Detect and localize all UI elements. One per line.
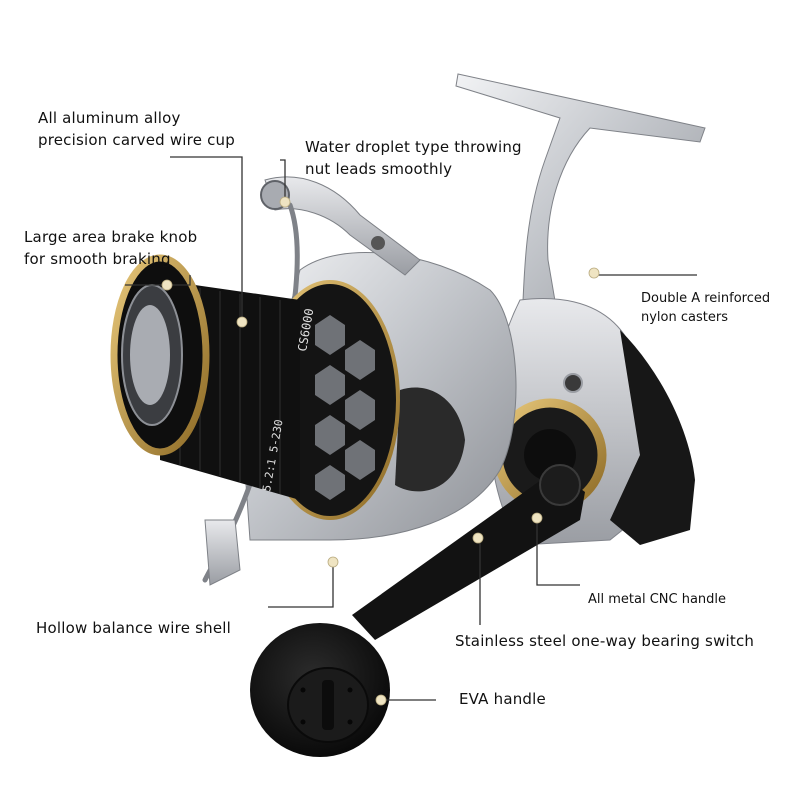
dot-bearing-switch xyxy=(472,532,484,544)
honeycomb-pattern xyxy=(315,315,375,500)
label-brake-knob: Large area brake knob for smooth braking xyxy=(24,227,197,271)
crank-arm xyxy=(352,470,585,640)
dot-wire-cup xyxy=(236,316,248,328)
bail-arm xyxy=(264,176,421,276)
label-bearing-switch: Stainless steel one-way bearing switch xyxy=(455,632,755,650)
label-nylon-casters-line2: nylon casters xyxy=(641,309,728,325)
label-nylon-casters-line1: Double A reinforced xyxy=(641,291,771,306)
label-eva-handle: EVA handle xyxy=(459,690,546,708)
label-throwing-nut: Water droplet type throwing nut leads sm… xyxy=(305,137,522,181)
callout-dots xyxy=(161,196,600,706)
label-brake-knob-line1: Large area brake knob xyxy=(24,228,198,246)
label-brake-knob-line2: for smooth braking xyxy=(24,249,171,268)
dot-wire-shell xyxy=(327,556,339,568)
rear-cover xyxy=(610,330,695,545)
label-throwing-nut-line2: nut leads smoothly xyxy=(305,159,453,178)
leader-lines xyxy=(125,156,697,701)
label-wire-cup: All aluminum alloy precision carved wire… xyxy=(38,108,235,152)
dot-cnc-handle xyxy=(531,512,543,524)
label-wire-shell: Hollow balance wire shell xyxy=(36,619,231,637)
label-throwing-nut-line1: Water droplet type throwing xyxy=(305,138,522,156)
dot-nylon-casters xyxy=(588,267,600,279)
label-wire-cup-line1: All aluminum alloy xyxy=(38,109,181,127)
label-cnc-handle: All metal CNC handle xyxy=(588,592,727,607)
label-wire-cup-line2: precision carved wire cup xyxy=(38,130,235,149)
dot-eva-handle xyxy=(375,694,387,706)
dot-brake-knob xyxy=(161,279,173,291)
label-nylon-casters: Double A reinforced nylon casters xyxy=(641,290,770,328)
dot-throwing-nut xyxy=(279,196,291,208)
